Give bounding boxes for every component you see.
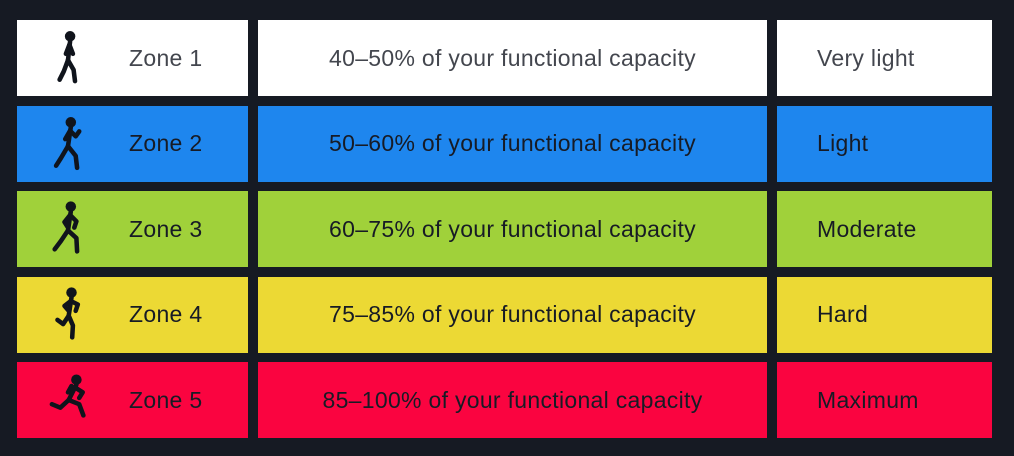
zone-description: 40–50% of your functional capacity (258, 20, 767, 96)
zone-label: Zone 5 (129, 386, 203, 413)
zone-label: Zone 1 (129, 44, 203, 71)
jogging-icon (47, 286, 89, 344)
zone-description: 75–85% of your functional capacity (258, 276, 767, 353)
intensity-label: Maximum (777, 362, 992, 438)
zone-label: Zone 2 (129, 130, 203, 156)
zone-description: 50–60% of your functional capacity (258, 105, 767, 182)
intensity-label: Hard (777, 276, 992, 353)
zone-description: 60–75% of your functional capacity (258, 191, 767, 267)
sprinting-icon (47, 371, 89, 429)
zone-cell: Zone 1 (17, 20, 248, 96)
zone-cell: Zone 3 (17, 191, 248, 267)
intensity-label: Moderate (777, 191, 992, 267)
zone-cell: Zone 5 (17, 362, 248, 438)
zone-cell: Zone 4 (17, 276, 248, 353)
heart-rate-zones-table: Zone 1 40–50% of your functional capacit… (17, 20, 1014, 438)
zone-label: Zone 3 (129, 215, 203, 242)
zone-label: Zone 4 (129, 301, 203, 327)
zone-cell: Zone 2 (17, 105, 248, 182)
intensity-label: Light (777, 105, 992, 182)
walking-fast-icon (47, 115, 89, 173)
zone-description: 85–100% of your functional capacity (258, 362, 767, 438)
striding-icon (47, 200, 89, 258)
walking-icon (47, 29, 89, 87)
intensity-label: Very light (777, 20, 992, 96)
